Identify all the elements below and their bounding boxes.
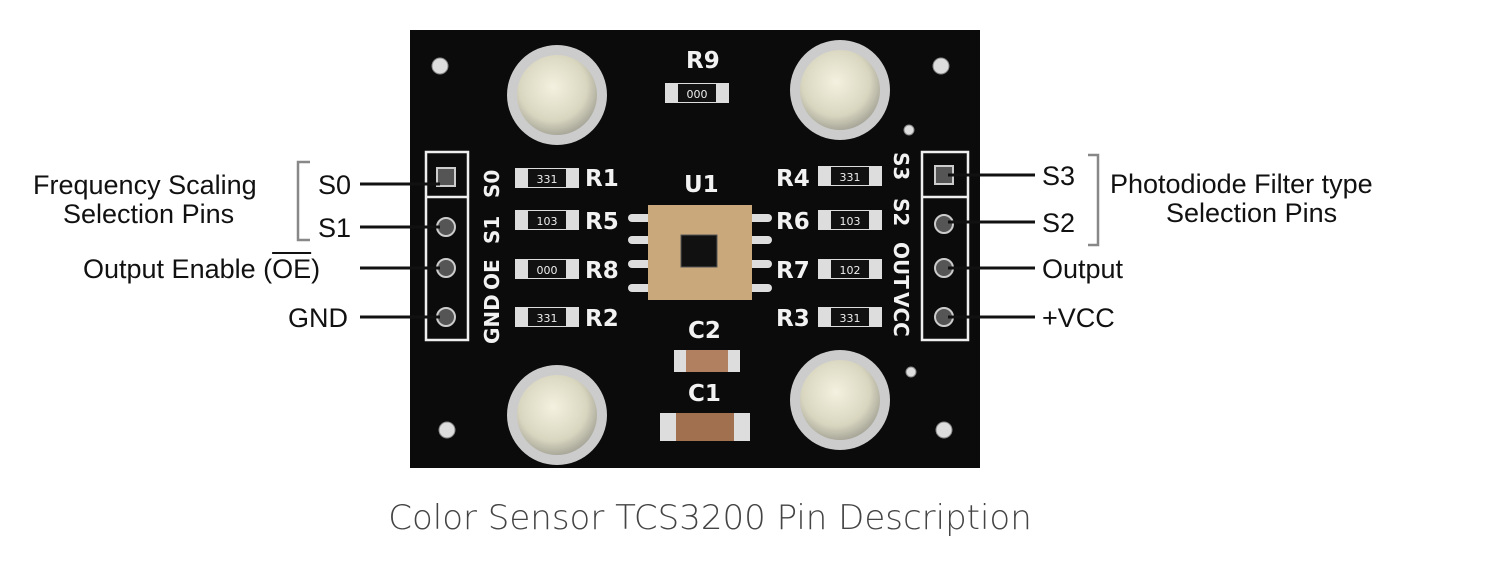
resistor-code: 000 (537, 264, 558, 277)
label-r2: R2 (585, 306, 619, 332)
filter-type-label-1: Photodiode Filter type (1110, 169, 1373, 199)
label-u1: U1 (684, 172, 719, 198)
filter-type-label-2: Selection Pins (1166, 198, 1338, 228)
label-r5: R5 (585, 209, 619, 235)
resistor-r6: 103 (818, 210, 882, 230)
resistor-code: 331 (537, 173, 558, 186)
label-r1: R1 (585, 166, 619, 192)
silk-s2: S2 (889, 198, 913, 226)
freq-scaling-label-1: Frequency Scaling (33, 170, 257, 200)
resistor-r7: 102 (818, 259, 882, 279)
freq-scaling-label-2: Selection Pins (63, 199, 235, 229)
oe-prefix: Output Enable ( (83, 254, 273, 284)
silk-gnd: GND (480, 294, 504, 344)
resistor-code: 103 (840, 215, 861, 228)
white-leds (507, 40, 890, 465)
caption: Color Sensor TCS3200 Pin Description (388, 498, 1032, 538)
label-r3: R3 (776, 306, 810, 332)
silk-s3: S3 (889, 152, 913, 180)
silk-out: OUT (889, 242, 913, 289)
brackets (296, 153, 1100, 247)
pin-label-s0: S0 (318, 170, 352, 200)
resistor-r2: 331 (515, 307, 579, 327)
pin-label-vcc: +VCC (1042, 303, 1115, 333)
u1-chip (628, 205, 772, 300)
silk-s1: S1 (480, 216, 504, 244)
resistor-r4: 331 (818, 166, 882, 186)
pin-label-s3: S3 (1042, 161, 1076, 191)
oe-bar: OE (272, 254, 312, 284)
resistor-code: 102 (840, 264, 861, 277)
label-r7: R7 (776, 258, 810, 284)
oe-suffix: ) (311, 254, 321, 284)
capacitors (660, 350, 750, 441)
pin-label-oe: Output Enable (OE) (83, 256, 320, 283)
resistor-code: 331 (840, 171, 861, 184)
resistors: 331 103 000 331 331 103 102 331 000 (515, 83, 882, 327)
resistor-code: 331 (840, 312, 861, 325)
callout-lines (360, 173, 1035, 319)
resistor-code: 000 (687, 88, 708, 101)
pin-label-s2: S2 (1042, 208, 1076, 238)
resistor-code: 103 (537, 215, 558, 228)
pin-label-output: Output (1042, 254, 1124, 284)
resistor-r8: 000 (515, 259, 579, 279)
resistor-r5: 103 (515, 210, 579, 230)
label-r9: R9 (686, 48, 720, 74)
pin-label-gnd: GND (288, 303, 348, 333)
resistor-r9: 000 (665, 83, 729, 103)
pin-headers (424, 150, 970, 342)
pin-label-s1: S1 (318, 213, 352, 243)
resistor-r1: 331 (515, 168, 579, 188)
label-r6: R6 (776, 209, 810, 235)
silk-vcc: VCC (889, 292, 913, 337)
label-r4: R4 (776, 166, 810, 192)
label-c2: C2 (688, 318, 721, 344)
resistor-r3: 331 (818, 307, 882, 327)
resistor-code: 331 (537, 312, 558, 325)
silk-oe: OE (480, 259, 504, 290)
label-c1: C1 (688, 381, 721, 407)
label-r8: R8 (585, 258, 619, 284)
silk-s0: S0 (480, 170, 504, 198)
